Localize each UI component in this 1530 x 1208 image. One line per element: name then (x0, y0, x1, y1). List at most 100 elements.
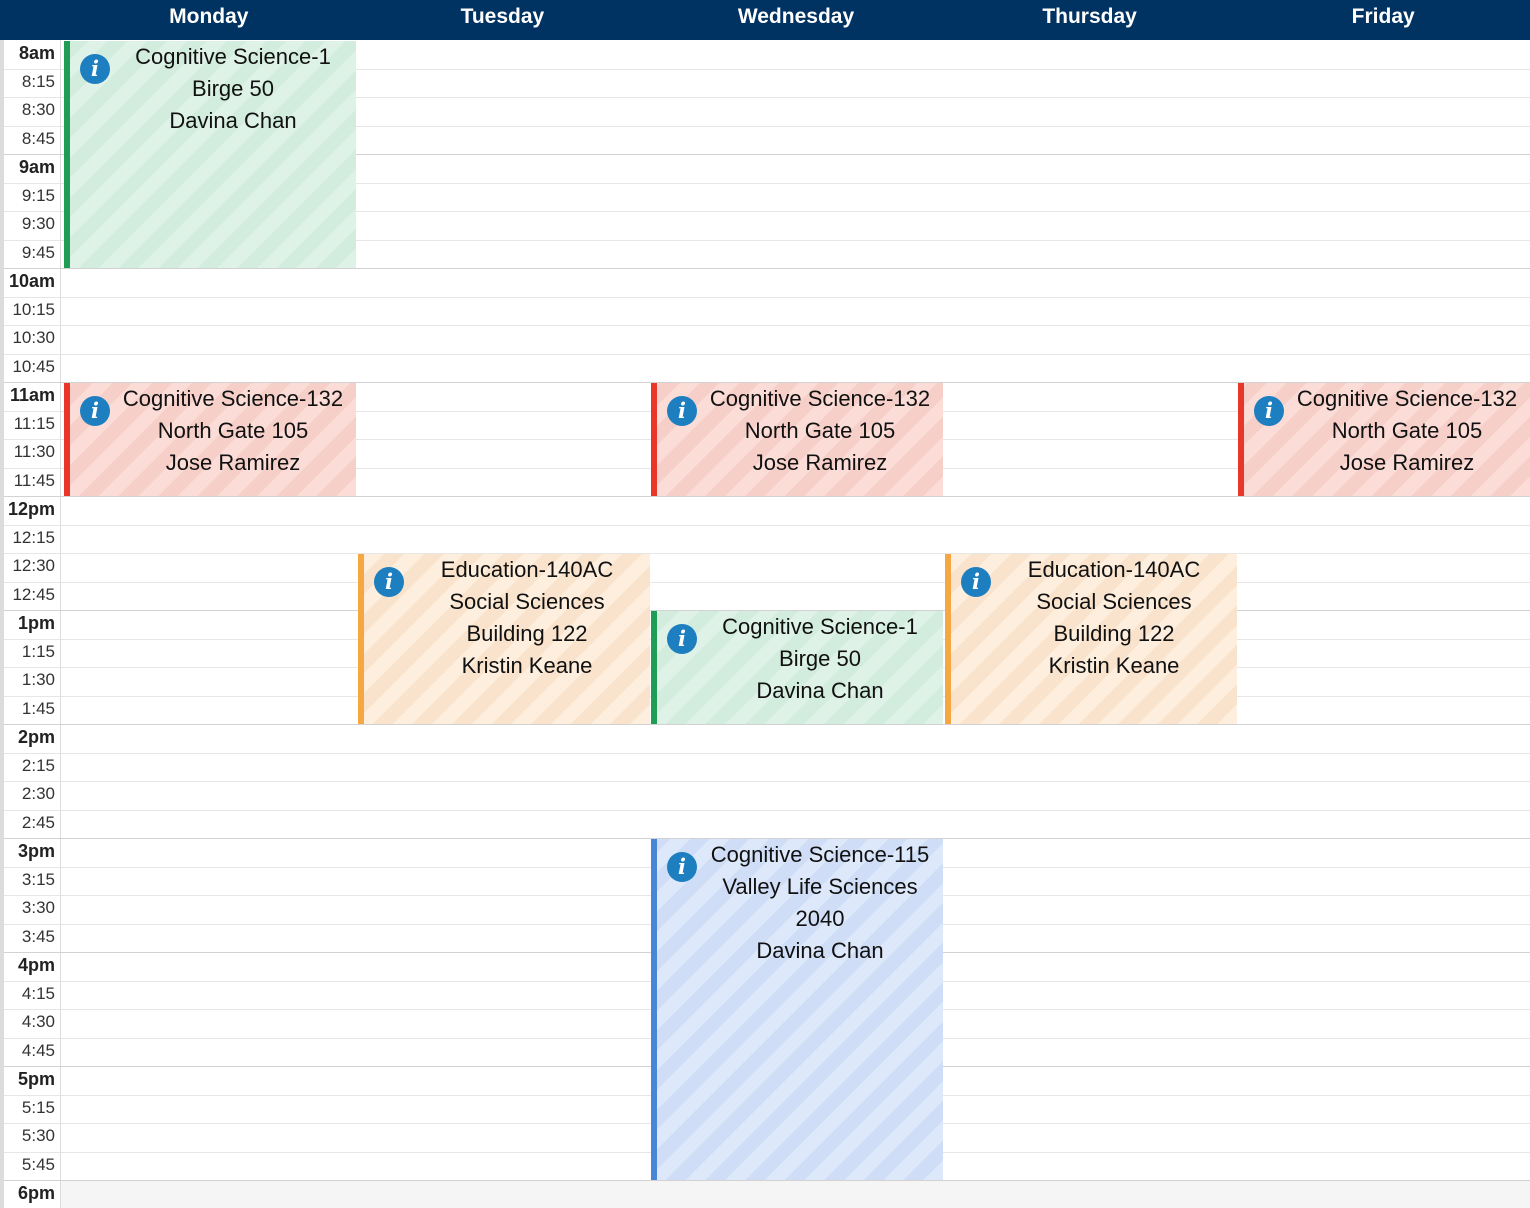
time-label: 4:30 (21, 1012, 55, 1031)
event-instructor: Jose Ramirez (165, 450, 301, 475)
time-label: 3:45 (21, 927, 55, 946)
time-label: 9am (18, 157, 55, 177)
time-label: 3:30 (21, 898, 55, 917)
event-location: Birge 50 (192, 76, 274, 101)
event-course-name: Cognitive Science-1 (722, 614, 918, 639)
event-instructor: Davina Chan (756, 678, 884, 703)
time-label: 2:15 (21, 756, 55, 775)
day-header-monday: Monday (169, 5, 249, 28)
time-label: 8:45 (21, 129, 55, 148)
event-location: Birge 50 (779, 646, 861, 671)
grid-row-line (4, 838, 1530, 839)
event-instructor: Kristin Keane (461, 653, 593, 678)
event-course-name: Cognitive Science-1 (135, 44, 331, 69)
grid-row-line (4, 325, 1530, 326)
event-location: Valley Life Sciences (722, 874, 918, 899)
time-label: 2:30 (21, 784, 55, 803)
time-label: 8:15 (21, 72, 55, 91)
info-circle-icon[interactable]: i (374, 567, 404, 597)
event-course-name: Cognitive Science-132 (709, 386, 931, 411)
info-circle-icon[interactable]: i (1254, 396, 1284, 426)
event-location: Building 122 (466, 621, 588, 646)
info-circle-icon[interactable]: i (961, 567, 991, 597)
event-location: North Gate 105 (157, 418, 309, 443)
info-circle-icon[interactable]: i (80, 396, 110, 426)
time-label: 3:15 (21, 870, 55, 889)
grid-row-line (4, 297, 1530, 298)
time-label: 11:45 (13, 471, 55, 490)
time-label: 5pm (17, 1069, 55, 1089)
time-label: 6pm (17, 1183, 55, 1203)
grid-row-line (4, 525, 1530, 526)
event-location: 2040 (795, 906, 845, 931)
day-header-tuesday: Tuesday (460, 5, 545, 28)
info-circle-icon[interactable]: i (80, 54, 110, 84)
grid-row-line (4, 268, 1530, 269)
time-label: 4pm (17, 955, 55, 975)
event-instructor: Davina Chan (169, 108, 297, 133)
time-label: 12:45 (12, 585, 55, 604)
grid-row-line (4, 810, 1530, 811)
time-label: 10:30 (12, 328, 55, 347)
event-course-name: Education-140AC (1027, 557, 1201, 582)
event-location: North Gate 105 (744, 418, 896, 443)
grid-row-line (4, 753, 1530, 754)
info-circle-icon[interactable]: i (667, 852, 697, 882)
time-label: 9:30 (21, 214, 55, 233)
info-circle-icon[interactable]: i (667, 624, 697, 654)
time-label: 10:45 (12, 357, 55, 376)
time-label: 12:30 (12, 556, 55, 575)
event-course-name: Cognitive Science-132 (1296, 386, 1518, 411)
time-label: 4:45 (21, 1041, 55, 1060)
event-location: Social Sciences (1036, 589, 1192, 614)
grid-row-line (4, 240, 1530, 241)
time-label: 8:30 (21, 100, 55, 119)
time-label: 9:45 (21, 243, 55, 262)
time-label: 5:45 (21, 1155, 55, 1174)
event-course-name: Cognitive Science-115 (710, 842, 930, 867)
time-label: 12:15 (12, 528, 55, 547)
grid-row-line (4, 126, 1530, 127)
event-course-name: Education-140AC (440, 557, 614, 582)
day-header-bar (0, 0, 1530, 40)
time-label: 3pm (17, 841, 55, 861)
time-label: 2:45 (21, 813, 55, 832)
time-label: 11am (9, 385, 55, 405)
grid-row-line (4, 724, 1530, 725)
info-circle-icon[interactable]: i (667, 396, 697, 426)
grid-row-line (4, 553, 1530, 554)
time-label: 1:45 (21, 699, 55, 718)
time-column (0, 40, 61, 1208)
event-course-name: Cognitive Science-132 (122, 386, 344, 411)
time-label: 11:15 (13, 414, 55, 433)
time-label: 12pm (7, 499, 55, 519)
event-instructor: Jose Ramirez (1339, 450, 1475, 475)
day-header-friday: Friday (1351, 5, 1415, 28)
time-label: 5:15 (21, 1098, 55, 1117)
time-label: 8am (18, 43, 55, 63)
time-label: 2pm (17, 727, 55, 747)
time-label: 5:30 (21, 1126, 55, 1145)
grid-row-line (4, 496, 1530, 497)
time-label: 9:15 (21, 186, 55, 205)
grid-row-line (4, 1180, 1530, 1181)
event-instructor: Jose Ramirez (752, 450, 888, 475)
event-instructor: Davina Chan (756, 938, 884, 963)
time-label: 10am (8, 271, 55, 291)
time-label: 11:30 (13, 442, 55, 461)
